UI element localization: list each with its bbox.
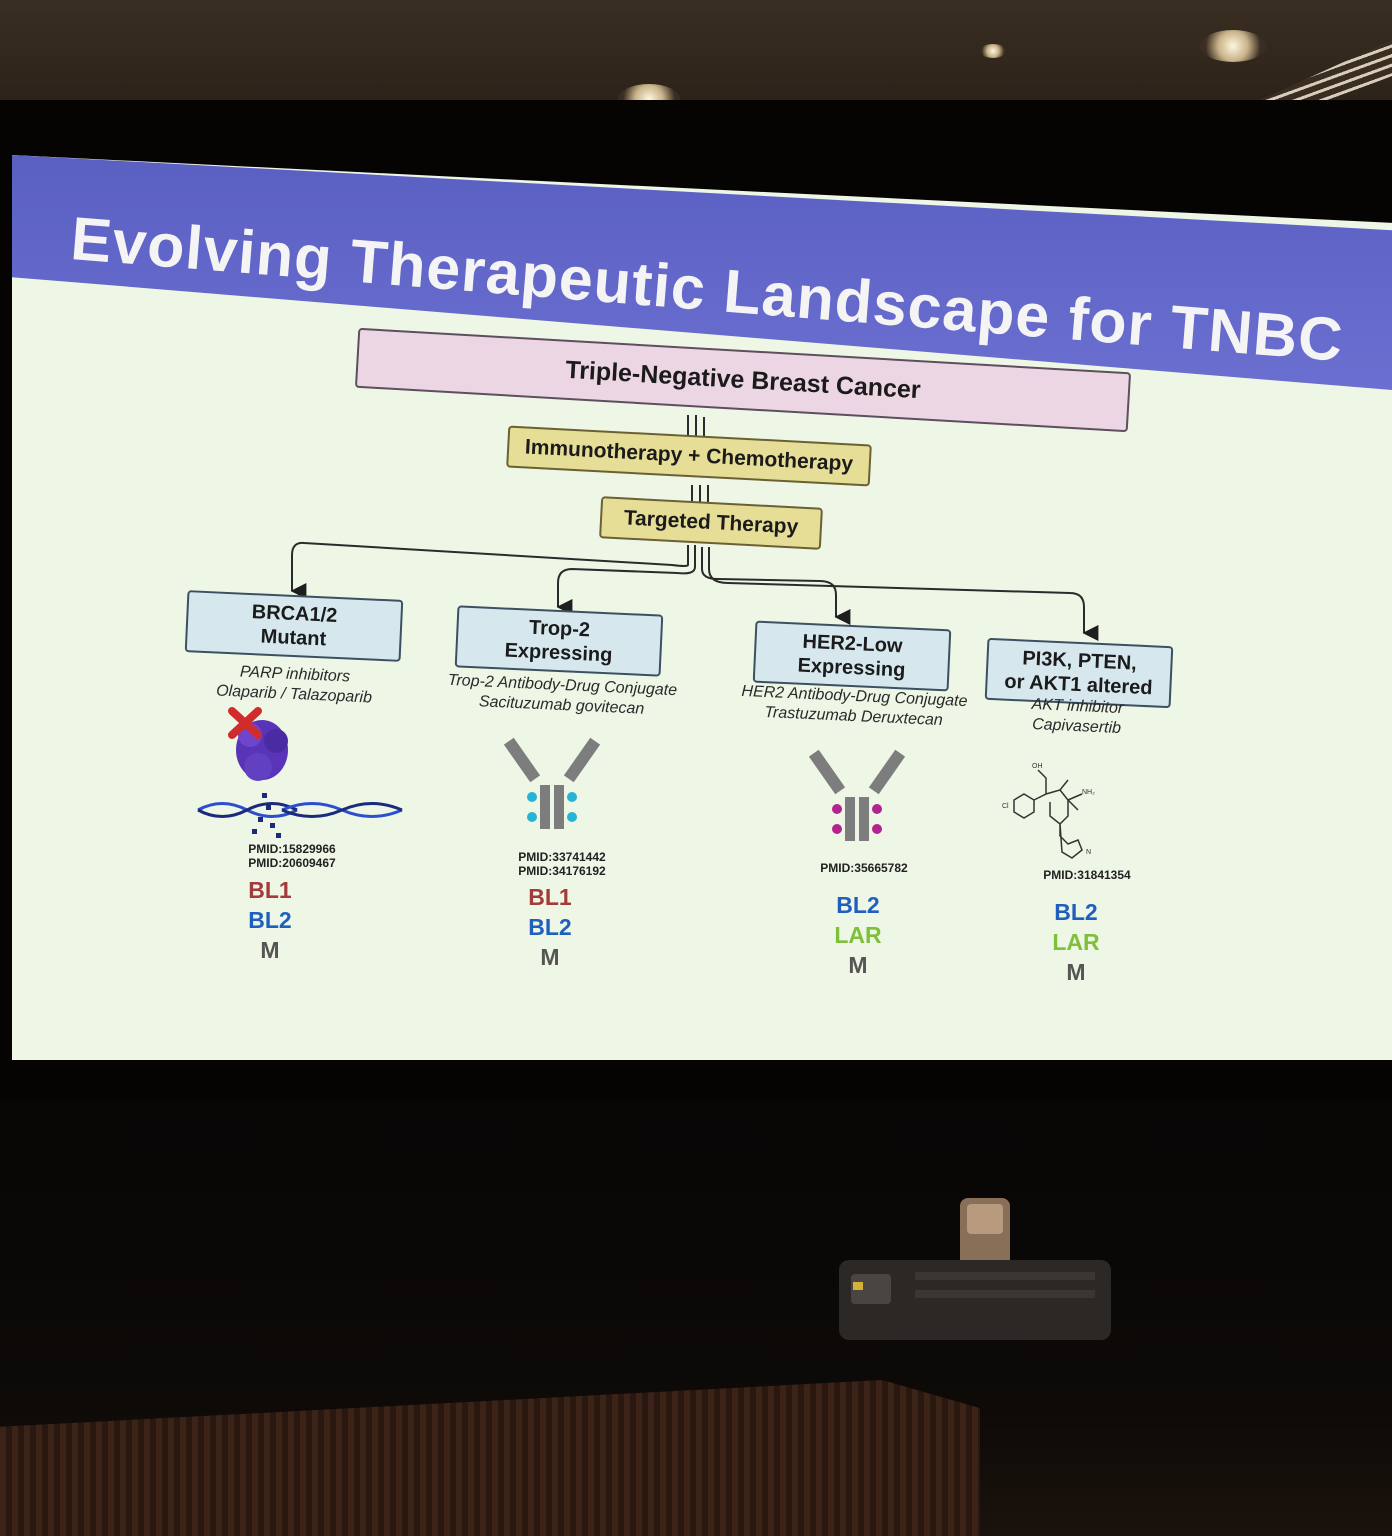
- subtype-label: M: [540, 944, 560, 970]
- pmid-list-trop2: PMID:33741442 PMID:34176192: [482, 850, 642, 878]
- subtype-list-brca: BL1 BL2 M: [220, 875, 320, 965]
- branch-box-brca: BRCA1/2 Mutant: [184, 590, 404, 662]
- ceiling-light-icon: [980, 44, 1006, 58]
- atom-label: Cl: [1002, 803, 1009, 810]
- pmid: PMID:34176192: [518, 864, 606, 878]
- projection-slide: Evolving Therapeutic Landscape for TNBC …: [12, 155, 1392, 1060]
- subtype-label: LAR: [834, 922, 882, 948]
- pmid: PMID:33741442: [518, 850, 606, 864]
- atom-label: NH₂: [1082, 789, 1095, 796]
- branch-target-line2: Expressing: [504, 639, 613, 667]
- branch-box-trop2: Trop-2 Expressing: [454, 605, 664, 677]
- ceiling-light-icon: [1200, 30, 1266, 62]
- projector-icon: [839, 1198, 1111, 1340]
- subtype-label: BL1: [528, 884, 572, 910]
- parp-dna-icon: [197, 707, 403, 838]
- branch-target-line2: Expressing: [797, 654, 906, 682]
- antibody-magenta-icon: [808, 749, 906, 841]
- immunotherapy-label: Immunotherapy + Chemotherapy: [524, 435, 854, 476]
- subtype-list-pi3k: BL2 LAR M: [1026, 897, 1126, 987]
- subtype-label: M: [260, 937, 280, 963]
- pmid: PMID:15829966: [248, 842, 336, 856]
- atom-label: OH: [1032, 763, 1043, 770]
- subtype-label: M: [1066, 959, 1086, 985]
- branch-box-her2: HER2-Low Expressing: [752, 620, 952, 692]
- capivasertib-molecule-icon: OH NH₂ Cl N: [1002, 763, 1095, 859]
- subtype-label: M: [848, 952, 868, 978]
- subtype-label: BL1: [248, 877, 292, 903]
- pmid-list-pi3k: PMID:31841354: [1007, 868, 1167, 882]
- pmid: PMID:35665782: [820, 861, 908, 875]
- pmid-list-brca: PMID:15829966 PMID:20609467: [212, 842, 372, 870]
- subtype-list-her2: BL2 LAR M: [808, 890, 908, 980]
- branch-drugs-pi3k: AKT inhibitor Capivasertib: [996, 693, 1158, 740]
- targeted-therapy-label: Targeted Therapy: [623, 506, 799, 539]
- pmid: PMID:31841354: [1043, 868, 1131, 882]
- subtype-label: BL2: [836, 892, 880, 918]
- antibody-cyan-icon: [503, 737, 601, 829]
- branch-target-line2: Mutant: [260, 625, 327, 651]
- subtype-label: BL2: [1054, 899, 1098, 925]
- subtype-list-trop2: BL1 BL2 M: [500, 882, 600, 972]
- subtype-label: BL2: [528, 914, 572, 940]
- pmid-list-her2: PMID:35665782: [784, 861, 944, 875]
- subtype-label: BL2: [248, 907, 292, 933]
- root-label: Triple-Negative Breast Cancer: [564, 355, 922, 404]
- subtype-label: LAR: [1052, 929, 1100, 955]
- pmid: PMID:20609467: [248, 856, 336, 870]
- atom-label: N: [1086, 849, 1091, 856]
